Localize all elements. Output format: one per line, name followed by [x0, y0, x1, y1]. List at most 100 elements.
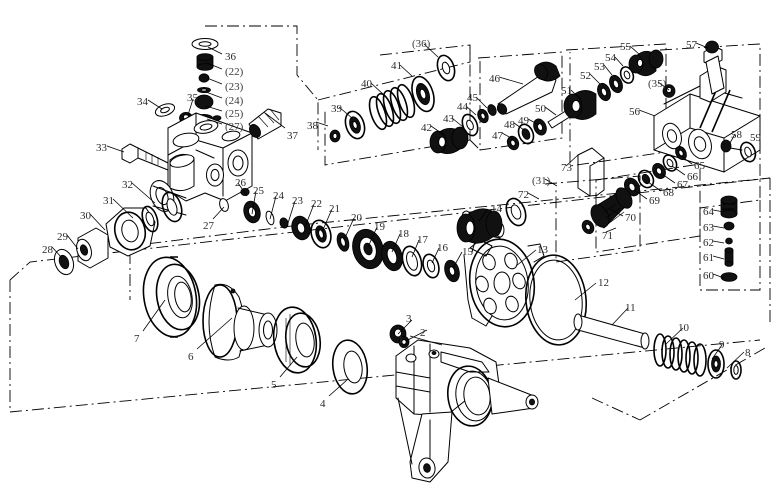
callout-38: 38: [307, 120, 318, 132]
callout-56: 56: [629, 106, 640, 118]
callout-68: 68: [663, 187, 674, 199]
callout-55: 55: [620, 41, 631, 53]
leader-line: [726, 351, 745, 369]
leader-line: [633, 189, 648, 200]
fitting-37: [248, 108, 282, 140]
leader-line: [465, 105, 477, 116]
leader-line: [89, 213, 106, 231]
callout-2: 2: [420, 327, 426, 339]
valve-stack-parts: [191, 38, 219, 123]
leader-line: [237, 182, 248, 197]
leader-line: [515, 249, 537, 267]
callout-14: 14: [491, 203, 502, 215]
callout-p22p: (22): [225, 66, 244, 78]
callout-5: 5: [271, 379, 277, 391]
leader-line: [680, 155, 693, 165]
leader-line: [106, 145, 125, 153]
callout-37: 37: [287, 130, 298, 142]
leader-line: [315, 121, 329, 127]
leader-line: [451, 117, 464, 128]
callout-60: 60: [703, 270, 714, 282]
callout-4: 4: [320, 398, 326, 410]
callout-61: 61: [703, 252, 714, 264]
callout-64: 64: [703, 206, 714, 218]
leader-line: [661, 173, 676, 184]
leader-line: [343, 217, 355, 241]
leader-line: [501, 132, 514, 140]
callout-57: 57: [686, 39, 697, 51]
callout-31: 31: [103, 195, 114, 207]
callout-27: 27: [203, 220, 214, 232]
callout-32: 32: [122, 179, 133, 191]
parts-28-32: [53, 191, 183, 276]
leader-line: [431, 247, 440, 264]
callout-24: 24: [273, 190, 284, 202]
leader-line: [638, 109, 656, 117]
callout-48: 48: [504, 119, 515, 131]
leader-line: [665, 327, 684, 345]
leader-line: [205, 91, 223, 99]
callout-47: 47: [492, 130, 503, 142]
callout-59: 59: [750, 132, 761, 144]
callout-8: 8: [745, 347, 751, 359]
leader-line: [206, 77, 223, 85]
leader-line: [207, 46, 223, 55]
cylinder-block-13: [463, 237, 545, 328]
leader-line: [251, 190, 257, 215]
callout-42: 42: [421, 122, 432, 134]
callout-72: 72: [518, 189, 529, 201]
callout-51: 51: [561, 85, 572, 97]
leader-line: [695, 42, 709, 49]
leader-line: [657, 81, 670, 91]
callout-p31p: (31): [532, 175, 551, 187]
callout-15: 15: [462, 246, 473, 258]
leader-line: [544, 106, 557, 116]
leader-line: [409, 335, 443, 346]
callout-53: 53: [594, 61, 605, 73]
callout-49: 49: [518, 115, 529, 127]
leader-line: [279, 356, 298, 378]
leader-line: [527, 192, 540, 200]
callout-9: 9: [719, 339, 725, 351]
leader-line: [478, 208, 489, 222]
leader-line: [411, 239, 420, 258]
callout-43: 43: [443, 113, 454, 125]
callout-58: 58: [731, 129, 742, 141]
callout-70: 70: [625, 212, 636, 224]
callout-26: 26: [235, 177, 246, 189]
callout-50: 50: [535, 103, 546, 115]
callout-16: 16: [437, 242, 448, 254]
bracket-73: [577, 147, 605, 197]
leader-line: [570, 89, 582, 101]
leader-line: [614, 56, 624, 67]
rod-group-art: [506, 49, 664, 151]
callout-25: 25: [253, 185, 264, 197]
plunger-train: [581, 145, 687, 235]
leader-line: [712, 240, 725, 244]
bearings-row: [142, 256, 369, 395]
leader-line: [51, 246, 63, 259]
leader-line: [206, 118, 223, 125]
callout-67: 67: [677, 179, 688, 191]
spring-40: [368, 83, 416, 131]
callout-40: 40: [361, 78, 372, 90]
leader-line: [264, 112, 286, 129]
leader-line: [397, 319, 413, 335]
spring-valve-group-art: [329, 54, 561, 154]
leader-line: [475, 96, 488, 109]
oring-12: [524, 254, 588, 346]
leader-line: [269, 195, 277, 220]
callout-29: 29: [57, 231, 68, 243]
leader-line: [527, 118, 540, 126]
callout-11: 11: [625, 302, 636, 314]
leader-line: [187, 98, 194, 116]
leader-line: [287, 200, 296, 224]
leader-line: [66, 234, 79, 250]
callout-18: 18: [398, 228, 409, 240]
leader-line: [205, 105, 223, 112]
leader-line: [338, 106, 353, 119]
leader-line: [712, 225, 725, 229]
callout-34: 34: [137, 96, 148, 108]
